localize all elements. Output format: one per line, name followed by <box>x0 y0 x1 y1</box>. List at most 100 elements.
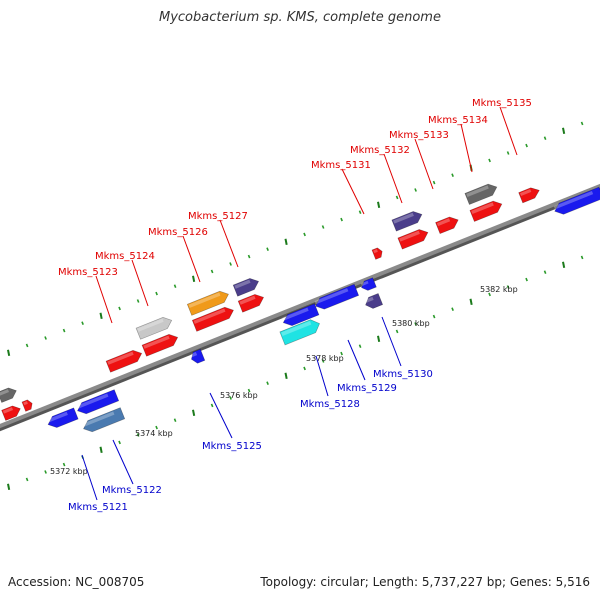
leader-line <box>315 355 329 397</box>
lower-scale-tick <box>525 277 528 282</box>
gene-unlabeled[interactable] <box>0 386 18 403</box>
lower-scale-tick <box>247 388 251 393</box>
leader-line <box>112 439 134 485</box>
gene-mkms_5126-shape <box>186 290 229 316</box>
gene-mkms_5122[interactable] <box>81 407 126 435</box>
gene-mkms_5129-highlight <box>282 307 309 321</box>
gene-mkms_5129[interactable] <box>313 283 360 311</box>
lower-scale-tick <box>173 418 177 422</box>
gene-mkms_5125[interactable] <box>189 348 206 365</box>
gene-unlabeled[interactable] <box>360 277 377 292</box>
gene-mkms_5121-highlight <box>76 393 109 409</box>
upper-scale-tick <box>118 306 121 311</box>
gene-mkms_5127[interactable] <box>232 276 261 297</box>
lower-scale-tick <box>543 270 547 274</box>
gene-label-mkms_5134[interactable]: Mkms_5134 <box>428 115 488 126</box>
gene-mkms_5126[interactable] <box>186 289 230 316</box>
gene-unlabeled-shape <box>554 186 600 215</box>
gene-mkms_5130[interactable] <box>363 293 384 310</box>
gene-unlabeled-highlight <box>2 407 14 414</box>
upper-scale-tick <box>303 232 306 237</box>
gene-unlabeled-highlight <box>0 389 10 396</box>
gene-label-mkms_5127[interactable]: Mkms_5127 <box>188 211 248 222</box>
gene-mkms_5129-highlight <box>314 288 349 305</box>
gene-mkms_5129-shape <box>282 303 320 326</box>
gene-mkms_5132[interactable] <box>391 209 424 232</box>
lower-scale-tick <box>7 483 11 490</box>
leader-line <box>81 454 98 501</box>
topology-text: Topology: circular; Length: 5,737,227 bp… <box>260 575 590 589</box>
gene-unlabeled[interactable] <box>371 247 384 260</box>
scale-label: 5380 kbp <box>392 319 430 328</box>
upper-scale-tick <box>173 284 177 288</box>
gene-label-mkms_5129[interactable]: Mkms_5129 <box>337 383 397 394</box>
gene-unlabeled-shape <box>518 187 540 204</box>
scale-label: 5382 kbp <box>480 285 518 294</box>
gene-label-mkms_5121[interactable]: Mkms_5121 <box>68 502 128 513</box>
upper-scale-tick <box>192 275 196 282</box>
upper-scale-tick <box>229 262 232 266</box>
lower-scale-tick <box>469 298 473 305</box>
gene-mkms_5134[interactable] <box>464 181 499 205</box>
gene-label-mkms_5131[interactable]: Mkms_5131 <box>311 160 371 171</box>
gene-label-mkms_5124[interactable]: Mkms_5124 <box>95 251 155 262</box>
lower-scale-tick <box>192 409 196 416</box>
gene-mkms_5133[interactable] <box>435 214 461 235</box>
upper-scale-tick <box>266 247 269 251</box>
gene-label-mkms_5122[interactable]: Mkms_5122 <box>102 485 162 496</box>
gene-label-mkms_5126[interactable]: Mkms_5126 <box>148 227 208 238</box>
gene-unlabeled-highlight <box>23 401 28 406</box>
gene-label-mkms_5123[interactable]: Mkms_5123 <box>58 267 118 278</box>
leader-line <box>414 138 434 190</box>
lower-scale-tick <box>451 307 454 311</box>
leader-line <box>209 392 233 439</box>
scale-label: 5378 kbp <box>306 354 344 363</box>
gene-mkms_5135-highlight <box>471 202 494 214</box>
gene-label-mkms_5133[interactable]: Mkms_5133 <box>389 130 449 141</box>
gene-unlabeled[interactable] <box>1 404 23 421</box>
gene-mkms_5131[interactable] <box>397 227 430 250</box>
leader-line <box>460 123 473 173</box>
gene-mkms_5128[interactable] <box>279 317 322 346</box>
scale-label: 5372 kbp <box>50 467 88 476</box>
gene-label-mkms_5125[interactable]: Mkms_5125 <box>202 441 262 452</box>
gene-mkms_5123[interactable] <box>141 332 180 357</box>
gene-mkms_5121[interactable] <box>46 407 79 430</box>
gene-mkms_5123-highlight <box>193 308 226 324</box>
gene-mkms_5130-shape <box>365 293 384 309</box>
gene-unlabeled[interactable] <box>21 399 34 412</box>
gene-mkms_5133-shape <box>435 216 459 235</box>
gene-mkms_5127-highlight <box>234 279 251 289</box>
gene-mkms_5130-highlight <box>364 296 374 304</box>
gene-mkms_5128-highlight <box>281 320 312 337</box>
gene-mkms_5124[interactable] <box>135 315 174 340</box>
upper-scale-tick <box>136 299 140 303</box>
gene-mkms_5135[interactable] <box>469 198 504 222</box>
gene-mkms_5121-shape <box>77 389 120 415</box>
upper-scale-tick <box>543 136 547 140</box>
lower-scale-tick <box>44 470 47 474</box>
scale-label: 5374 kbp <box>135 429 173 438</box>
gene-mkms_5123[interactable] <box>105 348 144 373</box>
gene-mkms_5123[interactable] <box>237 292 266 313</box>
gene-mkms_5121[interactable] <box>75 389 120 417</box>
gene-mkms_5129[interactable] <box>281 303 320 329</box>
upper-scale-tick <box>81 321 84 325</box>
gene-unlabeled[interactable] <box>553 186 600 217</box>
upper-scale-tick <box>432 180 436 185</box>
gene-mkms_5125-highlight <box>190 352 198 358</box>
gene-mkms_5123[interactable] <box>191 305 235 332</box>
upper-scale-tick <box>414 188 417 192</box>
gene-label-mkms_5128[interactable]: Mkms_5128 <box>300 399 360 410</box>
gene-label-mkms_5130[interactable]: Mkms_5130 <box>373 369 433 380</box>
gene-mkms_5122-shape <box>83 407 126 433</box>
lower-scale-tick <box>210 403 214 408</box>
gene-label-mkms_5135[interactable]: Mkms_5135 <box>472 98 532 109</box>
lower-scale-tick <box>506 285 510 289</box>
leader-line <box>383 153 403 204</box>
gene-mkms_5124-shape <box>135 317 173 340</box>
gene-unlabeled-highlight <box>519 189 532 196</box>
gene-label-mkms_5132[interactable]: Mkms_5132 <box>350 145 410 156</box>
upper-scale-tick <box>62 328 66 333</box>
gene-unlabeled[interactable] <box>518 185 542 204</box>
